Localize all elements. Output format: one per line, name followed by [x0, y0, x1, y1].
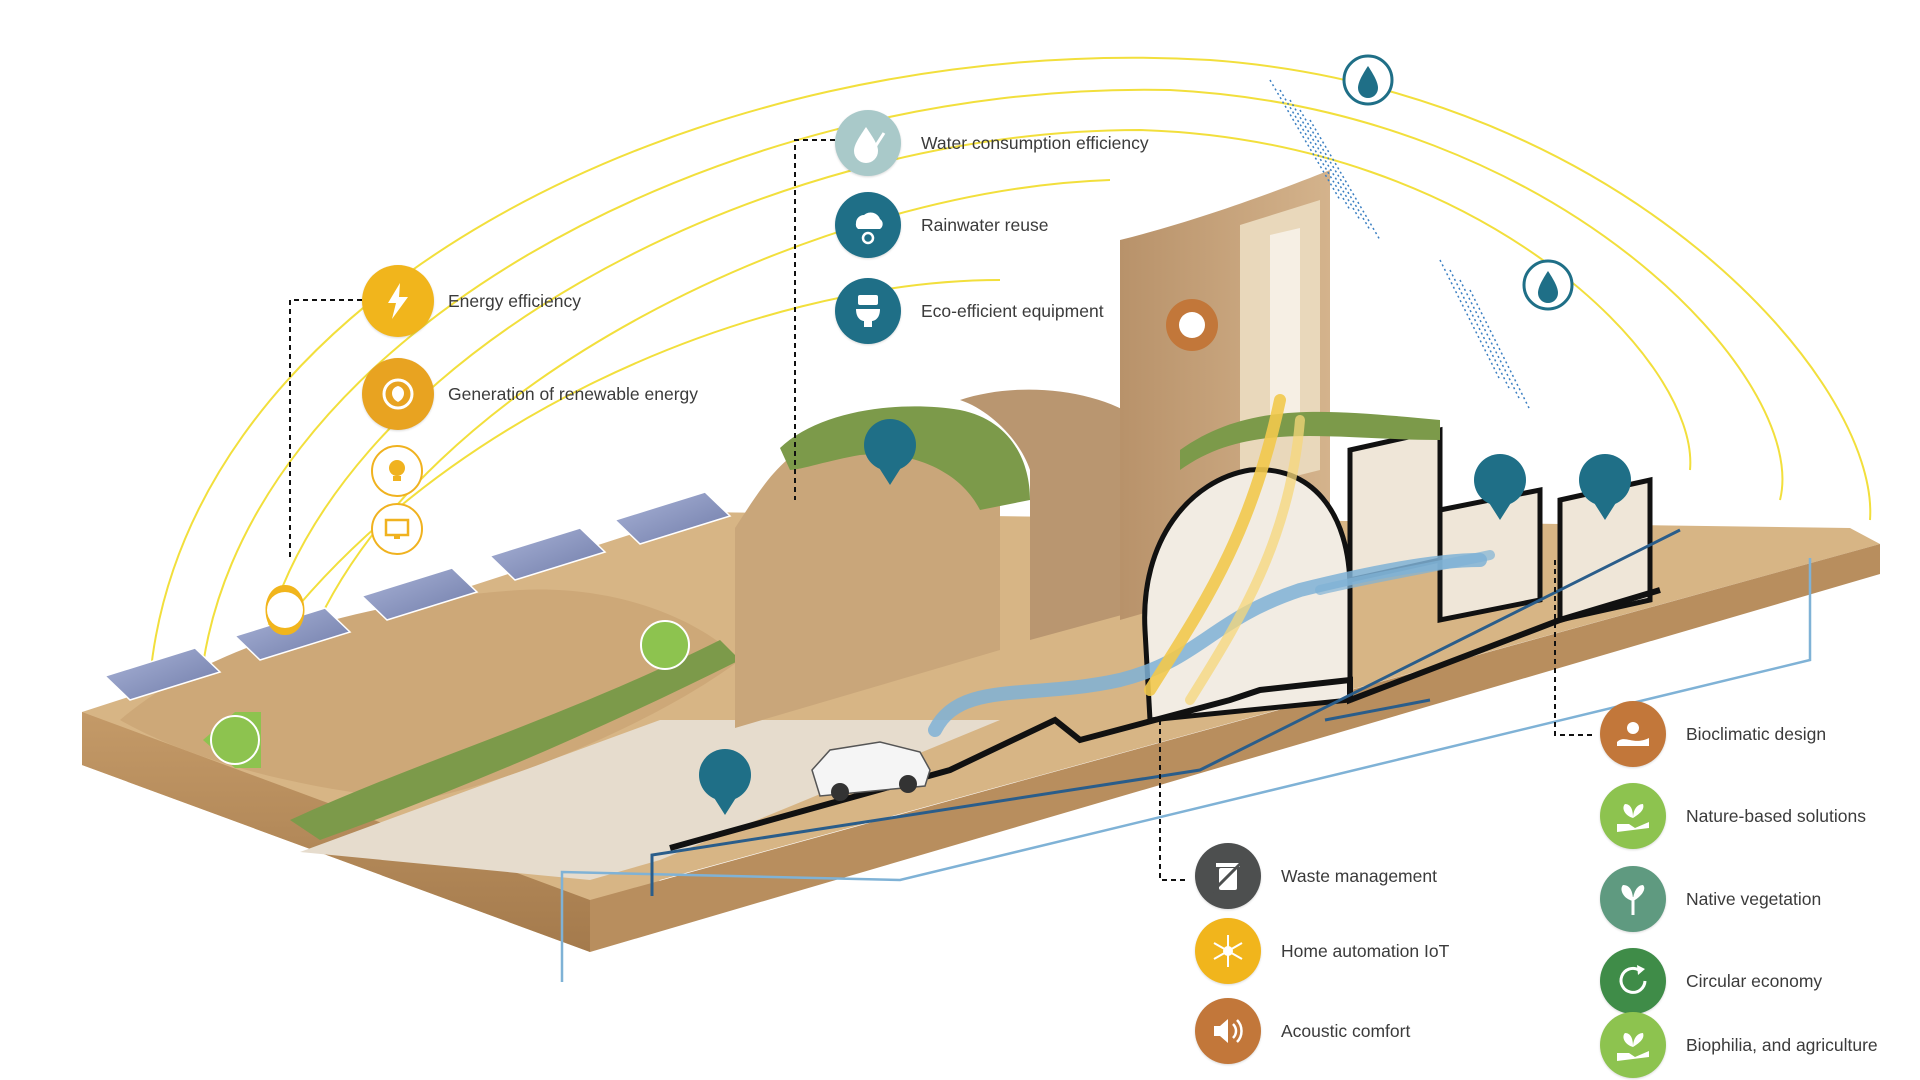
legend-energy-efficiency: Energy efficiency — [362, 265, 581, 337]
sprout-hand-icon — [1600, 1012, 1666, 1078]
legend-label: Nature-based solutions — [1686, 805, 1866, 826]
legend-label: Water consumption efficiency — [921, 132, 1149, 153]
monitor-icon — [371, 503, 423, 555]
legend-label: Waste management — [1281, 865, 1437, 886]
legend-label: Bioclimatic design — [1686, 723, 1827, 744]
leaf-plug-icon — [362, 358, 434, 430]
network-hub-icon — [1195, 918, 1261, 984]
legend-renewable: Generation of renewable energy — [362, 358, 698, 430]
bioclimatic-landscape-icon — [1600, 701, 1666, 767]
legend-acoustic: Acoustic comfort — [1195, 998, 1410, 1064]
map-pins — [203, 54, 1631, 815]
legend-waste: Waste management — [1195, 843, 1437, 909]
plant-icon — [1600, 866, 1666, 932]
trash-bin-icon — [1195, 843, 1261, 909]
pin-green-left — [203, 712, 261, 768]
pin-green-mid — [640, 620, 690, 670]
lightbulb-icon — [371, 445, 423, 497]
legend-label: Generation of renewable energy — [448, 383, 699, 404]
legend-label: Eco-efficient equipment — [921, 300, 1104, 321]
legend-label: Energy efficiency — [448, 290, 581, 311]
legend-bioclimatic: Bioclimatic design — [1600, 701, 1826, 767]
water-loop-arrows — [560, 528, 1812, 982]
pin-drop-2 — [1522, 259, 1574, 311]
toilet-icon — [835, 278, 901, 344]
pin-water-1 — [864, 419, 916, 485]
legend-label: Home automation IoT — [1281, 940, 1450, 961]
airflow — [928, 394, 1495, 737]
legend-iot: Home automation IoT — [1195, 918, 1449, 984]
legend-biophilia: Biophilia, and agriculture — [1600, 1012, 1878, 1078]
legend-nature-based: Nature-based solutions — [1600, 783, 1866, 849]
circular-arrows-icon — [1600, 948, 1666, 1014]
left-building — [735, 389, 1140, 728]
lightning-icon — [362, 265, 434, 337]
pin-solar — [265, 585, 305, 651]
legend-label: Biophilia, and agriculture — [1686, 1034, 1878, 1055]
legend-label: Circular economy — [1686, 970, 1823, 991]
rain-collectors — [1269, 79, 1531, 411]
pin-drop-1 — [1342, 54, 1394, 106]
speaker-icon — [1195, 998, 1261, 1064]
legend-rainwater: Rainwater reuse — [835, 192, 1048, 258]
section-cut — [669, 587, 1661, 851]
car — [811, 741, 931, 801]
legend-circular-economy: Circular economy — [1600, 948, 1822, 1014]
water-drop-check-icon — [835, 110, 901, 176]
legend-label: Rainwater reuse — [921, 214, 1049, 235]
sprout-hand-icon — [1600, 783, 1666, 849]
legend-label: Acoustic comfort — [1281, 1020, 1411, 1041]
pin-water-3 — [1474, 454, 1526, 520]
legend-water-consumption: Water consumption efficiency — [835, 110, 1149, 176]
rain-cloud-recycle-icon — [835, 192, 901, 258]
solar-panels — [103, 491, 732, 701]
pin-water-2 — [699, 749, 751, 815]
legend-native-vegetation: Native vegetation — [1600, 866, 1821, 932]
pin-sun-wind — [1166, 299, 1218, 351]
pin-water-4 — [1579, 454, 1631, 520]
legend-eco-equipment: Eco-efficient equipment — [835, 278, 1104, 344]
leader-lines — [289, 139, 1595, 881]
legend-label: Native vegetation — [1686, 888, 1822, 909]
